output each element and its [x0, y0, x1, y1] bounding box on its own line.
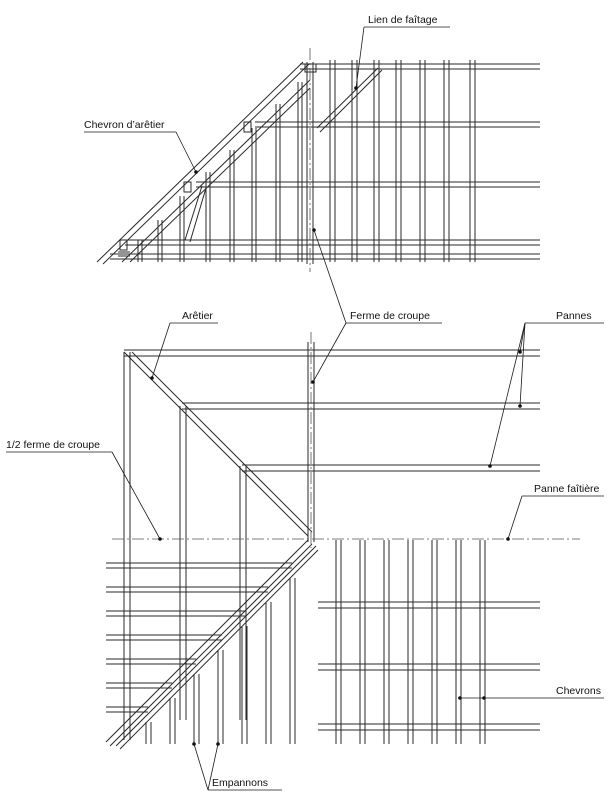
annotations: Lien de faîtage Chevron d’arêtier Arêtie… — [6, 14, 604, 791]
demi-ferme-de-croupe-text: 1/2 ferme de croupe — [6, 439, 100, 451]
hip-elevation-view — [96, 48, 540, 272]
chevron-d-aretier-text: Chevron d’arêtier — [84, 119, 165, 131]
plan-jack-rafters — [106, 562, 296, 744]
label-lien-de-faitage: Lien de faîtage — [354, 14, 450, 90]
plan-hip-truss-post — [307, 332, 315, 548]
plan-posts — [123, 352, 247, 740]
ferme-de-croupe-text: Ferme de croupe — [350, 310, 430, 322]
plan-lower-hip — [105, 539, 319, 750]
lien-de-faitage-text: Lien de faîtage — [368, 14, 438, 26]
label-chevron-d-aretier: Chevron d’arêtier — [84, 119, 198, 174]
plan-chevrons — [335, 540, 486, 744]
label-empannons: Empannons — [192, 742, 282, 791]
hip-plan-view — [105, 332, 580, 750]
label-chevrons: Chevrons — [458, 685, 604, 700]
label-demi-ferme-de-croupe: 1/2 ferme de croupe — [6, 439, 162, 541]
label-panne-faitiere: Panne faîtière — [506, 483, 604, 541]
elevation-rafters — [137, 60, 476, 262]
aretier-text: Arêtier — [182, 310, 213, 322]
plan-hip-rafter — [123, 351, 313, 537]
chevrons-text: Chevrons — [556, 685, 601, 697]
panne-faitiere-text: Panne faîtière — [534, 483, 600, 495]
label-ferme-de-croupe: Ferme de croupe — [311, 228, 442, 384]
elevation-king-post — [304, 48, 317, 272]
empannons-text: Empannons — [212, 777, 268, 789]
elevation-struts — [118, 121, 252, 257]
label-aretier: Arêtier — [150, 310, 218, 380]
elevation-ridge-tie — [316, 67, 383, 133]
label-pannes: Pannes — [488, 310, 604, 468]
elevation-hip-rafter — [96, 61, 311, 265]
pannes-text: Pannes — [556, 310, 592, 322]
